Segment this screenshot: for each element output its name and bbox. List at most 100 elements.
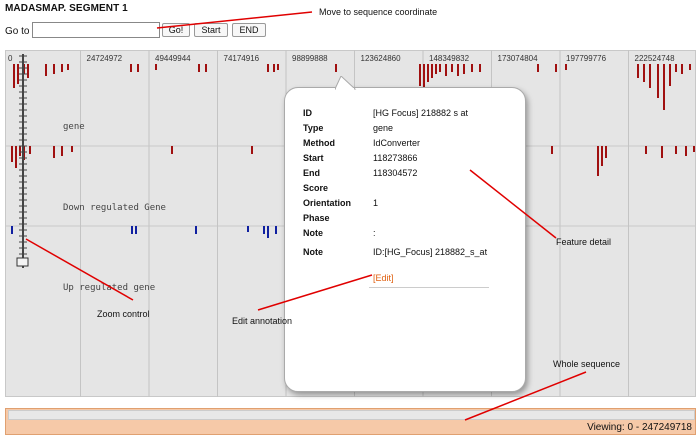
gene-feature-mark <box>423 64 425 92</box>
gene-feature-mark <box>13 64 15 88</box>
gene-feature-mark <box>649 64 651 88</box>
down-regulated-mark <box>61 146 63 156</box>
zoom-handle <box>16 257 29 267</box>
up-regulated-mark <box>135 226 137 234</box>
gene-feature-mark <box>267 64 269 72</box>
gene-feature-mark <box>431 64 433 78</box>
gene-feature-mark <box>657 64 659 98</box>
up-regulated-mark <box>267 226 269 238</box>
up-regulated-mark <box>263 226 265 234</box>
down-regulated-mark <box>53 146 55 158</box>
tick-label: 123624860 <box>361 54 402 63</box>
down-regulated-mark <box>71 146 73 152</box>
detail-key: ID <box>303 108 312 118</box>
gene-feature-mark <box>53 64 55 74</box>
goto-label: Go to <box>5 26 30 37</box>
down-regulated-mark <box>685 146 687 156</box>
down-regulated-mark <box>19 146 21 156</box>
detail-value: gene <box>373 123 394 133</box>
arrow-zoom <box>25 238 134 301</box>
gene-feature-mark <box>27 64 29 78</box>
down-regulated-mark <box>693 146 695 152</box>
gene-feature-mark <box>427 64 429 82</box>
detail-key: End <box>303 168 320 178</box>
viewing-range: Viewing: 0 - 247249718 <box>587 422 692 433</box>
whole-sequence-track[interactable] <box>8 410 695 420</box>
gene-feature-mark <box>669 64 671 86</box>
gene-feature-mark <box>435 64 437 74</box>
popup-pointer <box>335 76 357 90</box>
detail-key: Type <box>303 123 324 133</box>
down-regulated-mark <box>601 146 603 166</box>
detail-key: Phase <box>303 213 330 223</box>
gene-feature-mark <box>61 64 63 72</box>
tick-label: 24724972 <box>87 54 123 63</box>
gene-feature-mark <box>681 64 683 74</box>
up-regulated-mark <box>195 226 197 234</box>
tick-label: 0 <box>8 54 13 63</box>
annotation-feature: Feature detail <box>556 237 612 247</box>
down-regulated-mark <box>251 146 253 154</box>
up-regulated-mark <box>11 226 13 234</box>
track-label-down: Down regulated Gene <box>63 203 166 213</box>
arrow-feature <box>469 169 557 239</box>
tick-label: 173074804 <box>498 54 539 63</box>
gene-feature-mark <box>689 64 691 70</box>
track-label-gene: gene <box>63 122 85 132</box>
gene-feature-mark <box>479 64 481 72</box>
tick-label: 197799776 <box>566 54 607 63</box>
detail-value: 118273866 <box>373 153 418 163</box>
gene-feature-mark <box>471 64 473 72</box>
annotation-edit: Edit annotation <box>232 316 293 326</box>
end-button[interactable]: END <box>232 23 266 37</box>
detail-key: Start <box>303 153 324 163</box>
gene-feature-mark <box>555 64 557 72</box>
down-regulated-mark <box>551 146 553 154</box>
tick-label: 98899888 <box>292 54 328 63</box>
annotation-whole: Whole sequence <box>553 359 621 369</box>
detail-value: ID:[HG_Focus] 218882_s_at <box>373 247 488 257</box>
detail-value: IdConverter <box>373 138 421 148</box>
gene-feature-mark <box>155 64 157 70</box>
gene-feature-mark <box>17 64 19 84</box>
up-regulated-mark <box>247 226 249 232</box>
gene-feature-mark <box>277 64 279 70</box>
gene-feature-mark <box>137 64 139 72</box>
gene-feature-mark <box>675 64 677 72</box>
gene-feature-mark <box>457 64 459 76</box>
goto-input[interactable] <box>32 22 160 38</box>
track-label-up: Up regulated gene <box>63 283 156 293</box>
edit-link[interactable]: [Edit] <box>373 273 394 283</box>
tick-label: 74174916 <box>224 54 260 63</box>
detail-value: [HG Focus] 218882 s at <box>373 108 469 118</box>
gene-feature-mark <box>67 64 69 70</box>
arrow-move <box>156 11 313 29</box>
down-regulated-mark <box>29 146 31 154</box>
down-regulated-mark <box>645 146 647 154</box>
arrow-edit <box>257 274 373 311</box>
gene-feature-mark <box>451 64 453 72</box>
gene-feature-mark <box>643 64 645 82</box>
gene-feature-mark <box>335 64 337 72</box>
start-button[interactable]: Start <box>194 23 228 37</box>
page-title: MADASMAP. SEGMENT 1 <box>5 3 128 14</box>
detail-key: Score <box>303 183 329 193</box>
detail-key: Method <box>303 138 335 148</box>
gene-feature-mark <box>198 64 200 72</box>
tick-label: 49449944 <box>155 54 191 63</box>
gene-feature-mark <box>463 64 465 74</box>
gene-feature-mark <box>537 64 539 72</box>
detail-value: : <box>373 228 376 238</box>
tick-label: 222524748 <box>635 54 676 63</box>
annotation-move: Move to sequence coordinate <box>319 7 438 17</box>
gene-feature-mark <box>663 64 665 110</box>
down-regulated-mark <box>171 146 173 154</box>
gene-feature-mark <box>45 64 47 76</box>
gene-feature-mark <box>419 64 421 86</box>
detail-value: 118304572 <box>373 168 418 178</box>
gene-feature-mark <box>439 64 441 72</box>
gene-feature-mark <box>273 64 275 72</box>
zoom-control[interactable] <box>16 52 30 274</box>
detail-key: Note <box>303 247 323 257</box>
track-canvas: 0 24724972 49449944 74174916 98899888 1236248… <box>5 50 696 397</box>
